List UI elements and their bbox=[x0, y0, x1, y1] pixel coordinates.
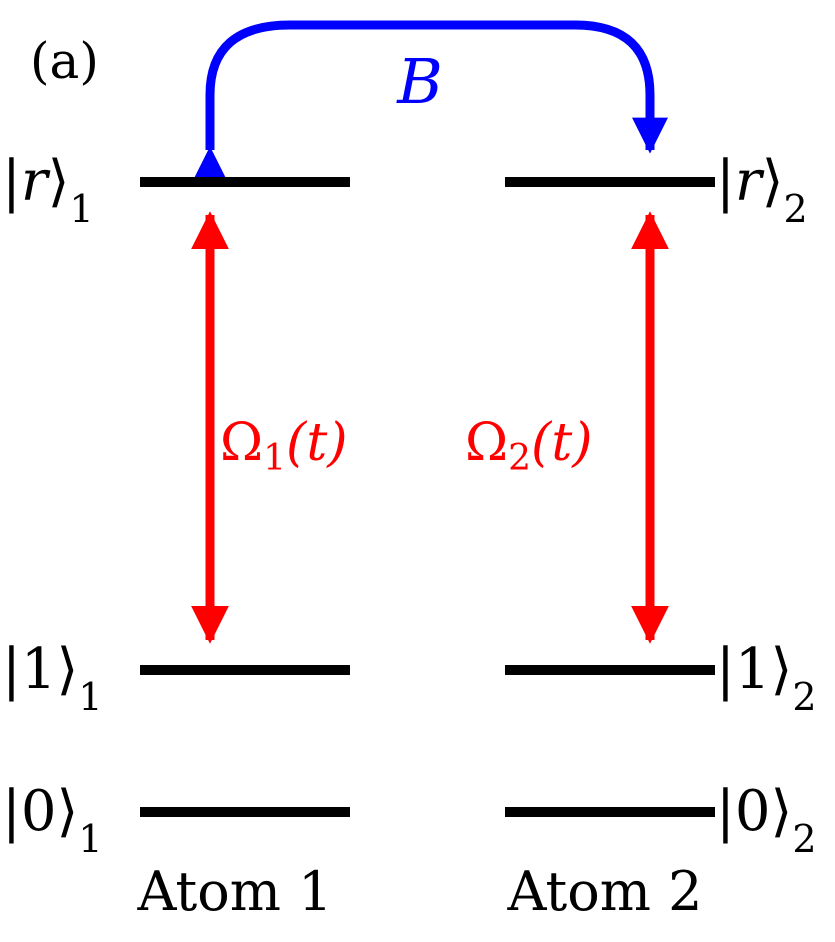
ket-r-atom-1: |r⟩1 bbox=[2, 149, 94, 231]
coupling-arrow bbox=[192, 20, 668, 183]
atom-2-label: Atom 2 bbox=[507, 860, 703, 923]
ket-0-atom-1: |0⟩1 bbox=[2, 779, 103, 861]
panel-label: (a) bbox=[30, 32, 99, 90]
atom-1-label: Atom 1 bbox=[137, 860, 333, 923]
rabi-label-atom-1: Ω1(t) bbox=[220, 413, 348, 479]
ket-1-atom-1: |1⟩1 bbox=[2, 637, 103, 719]
ket-0-atom-2: |0⟩2 bbox=[716, 779, 817, 861]
coupling-label: B bbox=[396, 45, 443, 118]
rabi-label-atom-2: Ω2(t) bbox=[465, 413, 593, 479]
ket-r-atom-2: |r⟩2 bbox=[716, 149, 808, 231]
ket-1-atom-2: |1⟩2 bbox=[716, 637, 817, 719]
